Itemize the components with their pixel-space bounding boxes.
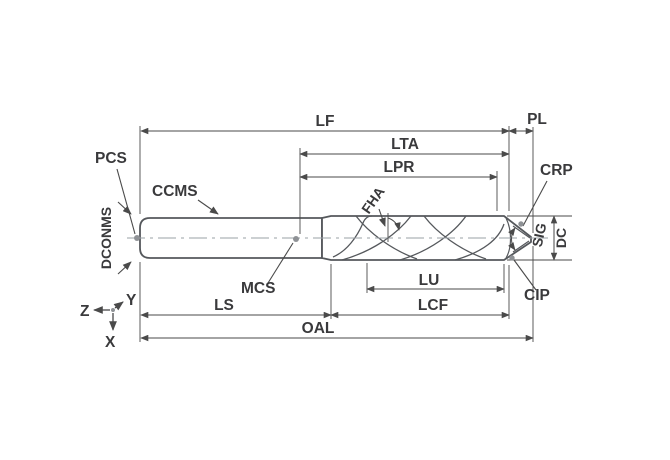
label-x-axis: X [105,334,116,351]
flute-helix-3 [454,223,505,261]
label-cip: CIP [524,287,550,304]
label-pl: PL [527,111,547,128]
sig-angle-arc [508,227,516,251]
label-dconms: DCONMS [98,207,114,269]
fha-leader [378,208,386,227]
label-mcs: MCS [241,280,275,297]
cip-point [509,255,515,261]
crp-leader [522,180,548,227]
y-axis-arrow [113,301,124,311]
dimension-lines [140,127,558,342]
crp-point [518,221,524,227]
flute-helix-5 [423,215,487,260]
label-z-axis: Z [80,303,90,320]
label-ls: LS [214,297,234,314]
fha-angle-arc [387,217,401,231]
label-lcf: LCF [418,297,448,314]
leader-lines [116,168,548,291]
label-oal: OAL [302,320,335,337]
tip-lip-upper [512,225,531,239]
ccms-leader [197,199,219,215]
flute-helix-4 [355,215,418,260]
coordinate-axes [93,301,124,331]
label-y-axis: Y [126,292,137,309]
flute-body-outline [321,215,532,261]
label-sig: SIG [529,221,550,248]
pcs-point [134,235,140,241]
label-lu: LU [419,272,440,289]
tip-lip-lower [512,240,530,253]
label-dc: DC [553,228,569,248]
label-fha: FHA [358,184,388,217]
label-ccms: CCMS [152,183,198,200]
tool-body [139,215,532,261]
dconms-arrow-top [117,201,132,215]
label-lta: LTA [391,136,419,153]
cip-leader [513,259,537,291]
extension-lines [139,126,572,342]
label-lpr: LPR [384,159,415,176]
axes-origin [111,308,115,312]
mcs-leader [267,242,294,284]
flute-leading-edge [332,215,373,258]
mcs-point [293,236,299,242]
dconms-arrow-bottom [117,261,132,275]
pcs-leader [116,168,136,235]
label-crp: CRP [540,162,573,179]
label-lf: LF [316,113,335,130]
reference-points [134,221,524,261]
label-pcs: PCS [95,150,127,167]
flute-helix-2 [399,215,467,261]
